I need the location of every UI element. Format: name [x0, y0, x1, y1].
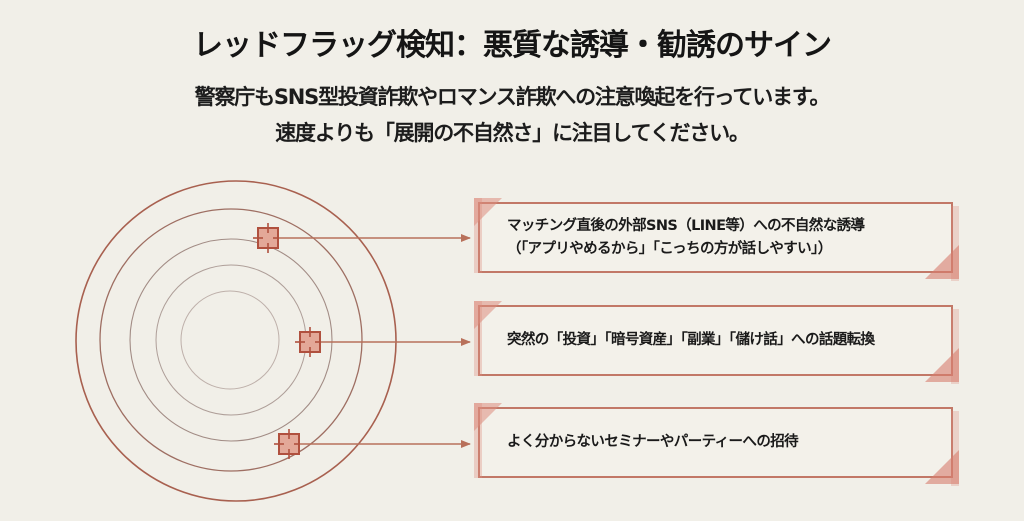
subtitle-line-2: 速度よりも「展開の不自然さ」に注目してください。 [275, 121, 750, 145]
ring-1 [75, 180, 397, 502]
callout-box-topic-shift: 突然の「投資」「暗号資産」「副業」「儲け話」への話題転換 [474, 301, 959, 384]
callout-text-line: よく分からないセミナーやパーティーへの招待 [507, 434, 799, 450]
crosshair-marker-icon [295, 327, 321, 357]
page-title: レッドフラッグ検知：悪質な誘導・勧誘のサイン [193, 28, 832, 63]
corner-fold-decoration [474, 301, 502, 329]
callout-box-seminar-invite: よく分からないセミナーやパーティーへの招待 [474, 403, 959, 486]
corner-fold-decoration [925, 450, 959, 484]
callout-text-line: 突然の「投資」「暗号資産」「副業」「儲け話」への話題転換 [507, 332, 875, 348]
corner-fold-decoration [951, 309, 959, 384]
crosshair-marker-icon [253, 223, 279, 253]
ring-3 [129, 238, 333, 442]
callout-box-external-sns: マッチング直後の外部SNS（LINE等）への不自然な誘導 （「アプリやめるから」… [474, 198, 959, 281]
callout-text-line: （「アプリやめるから」「こっちの方が話しやすい」） [507, 240, 832, 257]
corner-fold-decoration [474, 403, 482, 478]
crosshair-marker-icon [274, 429, 300, 459]
corner-fold-decoration [925, 245, 959, 279]
corner-fold-decoration [474, 301, 482, 376]
ring-2 [99, 208, 363, 472]
ring-4 [155, 264, 307, 416]
callout-text-line: マッチング直後の外部SNS（LINE等）への不自然な誘導 [507, 217, 865, 234]
corner-fold-decoration [925, 348, 959, 382]
corner-fold-decoration [951, 411, 959, 486]
corner-fold-decoration [951, 206, 959, 281]
corner-fold-decoration [474, 403, 502, 431]
ring-5 [180, 290, 280, 390]
corner-fold-decoration [474, 198, 482, 273]
concentric-rings [75, 180, 397, 502]
corner-fold-decoration [474, 198, 502, 226]
subtitle-line-1: 警察庁もSNS型投資詐欺やロマンス詐欺への注意喚起を行っています。 [194, 85, 831, 109]
